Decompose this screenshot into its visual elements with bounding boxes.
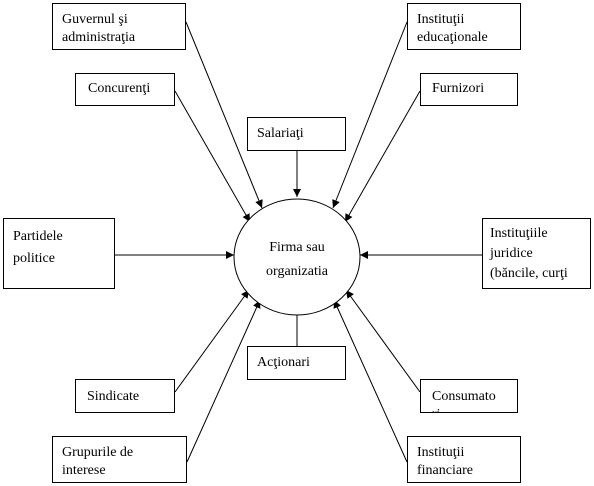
arrow-institutii-financiare bbox=[333, 299, 408, 463]
node-furnizori: Furnizori bbox=[420, 73, 518, 106]
node-actionari-label: Acţionari bbox=[257, 355, 310, 370]
node-institutii-juridice: Instituţiile juridice (băncile, curţi bbox=[482, 218, 591, 289]
node-grupurile: Grupurile de interese bbox=[52, 436, 187, 483]
node-sindicate: Sindicate bbox=[75, 379, 175, 413]
node-institutii-educationale-label: Instituţii educaţionale bbox=[417, 12, 488, 45]
node-consumatori-label: Consumato ri bbox=[432, 389, 496, 412]
node-sindicate-label: Sindicate bbox=[87, 389, 140, 404]
node-concurenti-label: Concurenţi bbox=[88, 81, 151, 96]
node-institutii-financiare-label: Instituţii financiare bbox=[417, 445, 473, 478]
arrow-institutii-educationale bbox=[332, 21, 408, 209]
node-institutii-juridice-label: Instituţiile juridice (băncile, curţi bbox=[490, 226, 568, 281]
node-partidele-label: Partidele politice bbox=[13, 229, 63, 266]
arrow-grupurile bbox=[186, 299, 261, 463]
node-guvernul: Guvernul şi administraţia bbox=[52, 3, 186, 50]
arrow-concurenti bbox=[174, 90, 251, 223]
node-furnizori-label: Furnizori bbox=[432, 81, 485, 96]
arrow-furnizori bbox=[344, 90, 421, 223]
node-grupurile-label: Grupurile de interese bbox=[62, 445, 134, 478]
node-institutii-financiare: Instituţii financiare bbox=[407, 436, 521, 483]
arrow-consumatori bbox=[345, 289, 421, 393]
node-consumatori: Consumato ri bbox=[420, 379, 518, 413]
node-salariati: Salariaţi bbox=[247, 117, 346, 151]
center-node-label: Firma sau organizatia bbox=[266, 240, 328, 279]
node-actionari: Acţionari bbox=[247, 346, 346, 380]
node-institutii-educationale: Instituţii educaţionale bbox=[407, 3, 521, 50]
center-node-label-wrap: Firma sau organizatia bbox=[234, 199, 360, 315]
node-concurenti: Concurenţi bbox=[75, 73, 175, 106]
node-partidele: Partidele politice bbox=[3, 218, 115, 289]
arrow-guvernul bbox=[185, 21, 263, 209]
center-node bbox=[233, 198, 361, 316]
node-guvernul-label: Guvernul şi administraţia bbox=[62, 12, 136, 45]
arrow-sindicate bbox=[174, 289, 250, 393]
node-salariati-label: Salariaţi bbox=[257, 126, 304, 141]
